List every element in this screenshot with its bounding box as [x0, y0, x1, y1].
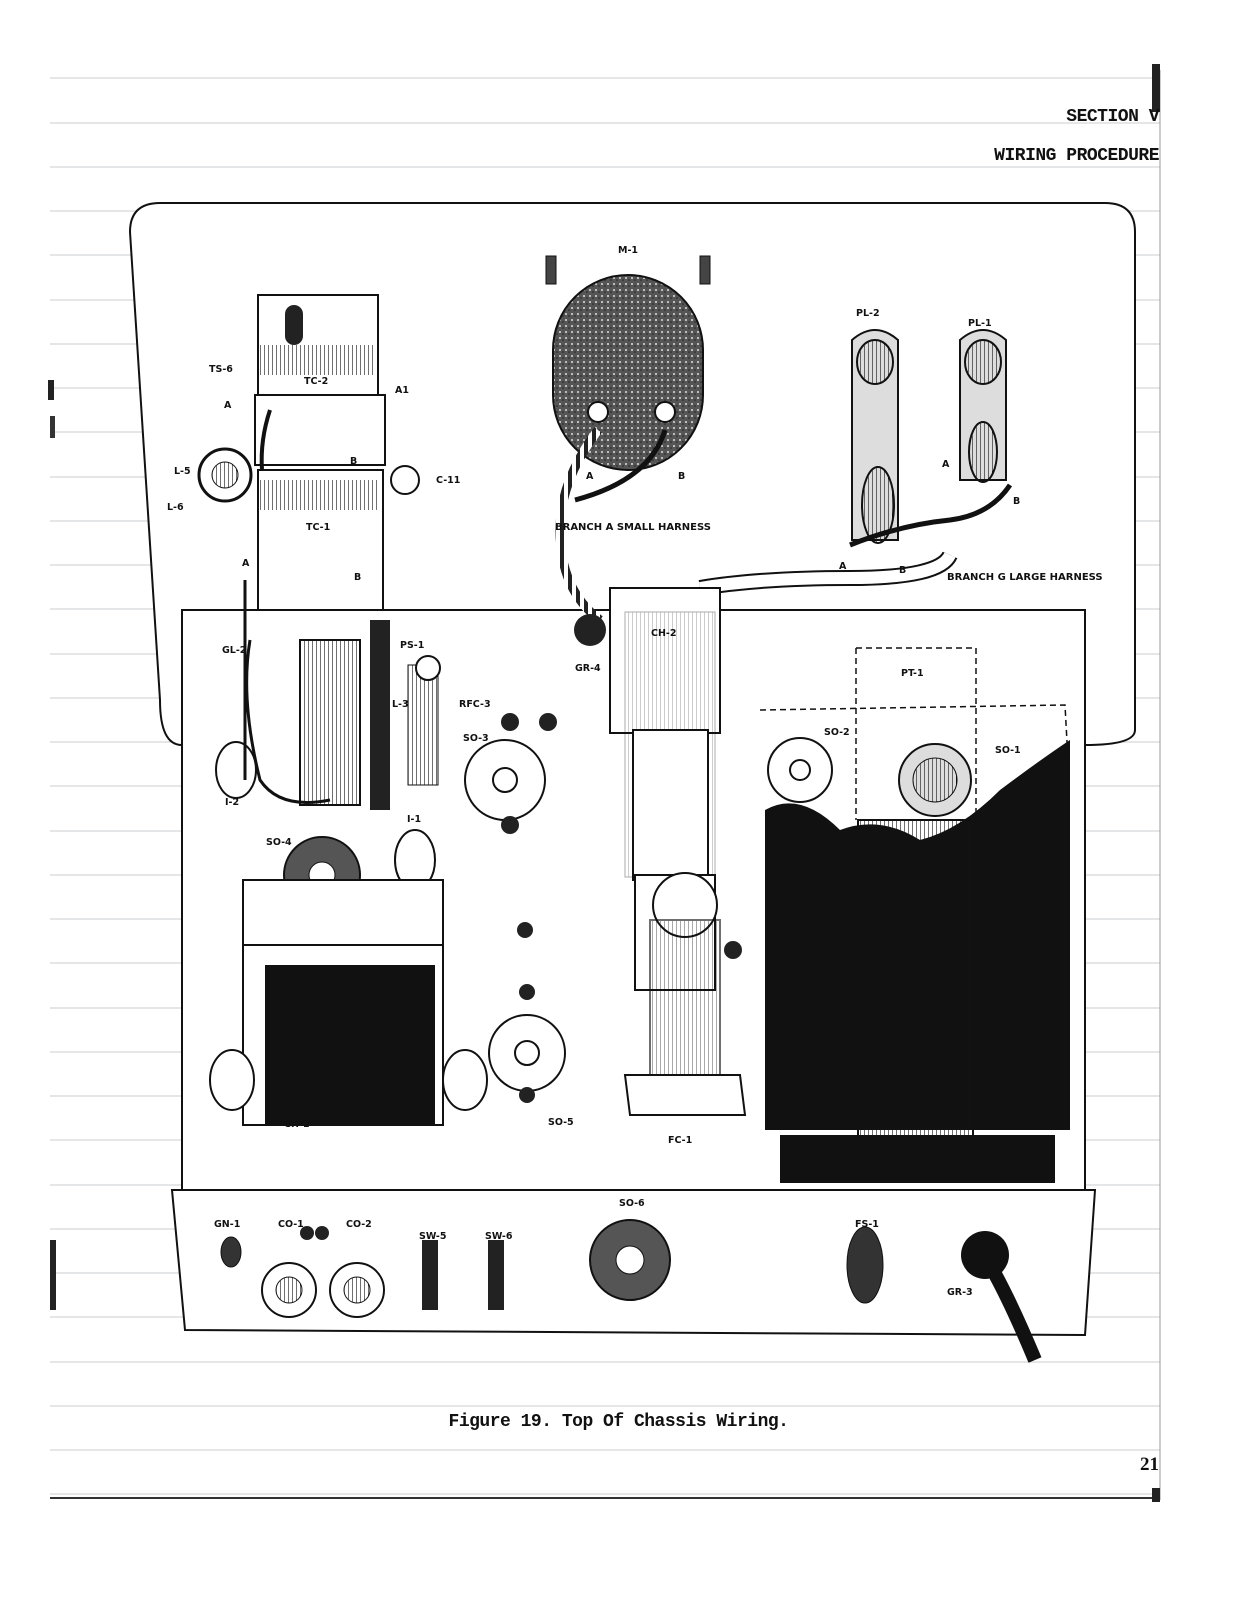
label-gn1: GN-1 [214, 1219, 240, 1230]
label-branch-g-harness: BRANCH G LARGE HARNESS [947, 572, 1103, 583]
label-so2: SO-2 [824, 727, 850, 738]
label-fs1: FS-1 [855, 1219, 879, 1230]
label-i1: I-1 [407, 814, 421, 825]
label-so1: SO-1 [995, 745, 1021, 756]
page-title: WIRING PROCEDURE [994, 146, 1159, 166]
label-a-m1: A [586, 471, 594, 482]
label-c11: C-11 [436, 475, 460, 486]
label-so5: SO-5 [548, 1117, 574, 1128]
label-co2: CO-2 [346, 1219, 372, 1230]
label-branch-a-harness: BRANCH A SMALL HARNESS [555, 522, 711, 533]
label-a-mid: A [242, 558, 250, 569]
tuning-assembly [197, 294, 441, 810]
label-b-pl: B [1013, 496, 1020, 507]
label-rfc3: RFC-3 [459, 699, 491, 710]
label-ch2: CH-2 [651, 628, 676, 639]
label-l3: L-3 [392, 699, 409, 710]
label-pl1: PL-1 [968, 318, 992, 329]
tube-sockets [464, 713, 742, 1103]
label-tc2: TC-2 [304, 376, 328, 387]
label-ts6: TS-6 [209, 364, 233, 375]
label-so3: SO-3 [463, 733, 489, 744]
front-panel-controls [220, 1219, 1042, 1363]
section-heading: SECTION V [1066, 107, 1159, 127]
label-a-pl: A [942, 459, 950, 470]
figure-caption: Figure 19. Top Of Chassis Wiring. [448, 1412, 789, 1432]
label-tc1: TC-1 [306, 522, 330, 533]
label-pl2: PL-2 [856, 308, 880, 319]
label-a-pl2: A [839, 561, 847, 572]
page-number: 21 [1140, 1454, 1159, 1475]
label-ps1: PS-1 [400, 640, 424, 651]
label-a-top: A [224, 400, 232, 411]
pilot-lamps [851, 329, 1007, 544]
label-b-pl2: B [899, 565, 906, 576]
label-i2: I-2 [225, 797, 239, 808]
label-l5: L-5 [174, 466, 191, 477]
meter-m1 [545, 255, 711, 471]
transformer-pt1 [759, 647, 1070, 1183]
choke-ch1 [209, 829, 488, 1126]
label-m1: M-1 [618, 245, 638, 256]
label-b-m1: B [678, 471, 685, 482]
label-b-mid: B [354, 572, 361, 583]
label-so6: SO-6 [619, 1198, 645, 1209]
label-pt1: PT-1 [901, 668, 924, 679]
label-so4: SO-4 [266, 837, 292, 848]
label-gr4: GR-4 [575, 663, 601, 674]
choke-ch2 [609, 587, 747, 1116]
label-a1: A1 [395, 385, 409, 396]
label-ch1: CH-1 [284, 1119, 309, 1130]
label-fc1: FC-1 [668, 1135, 692, 1146]
label-gr3: GR-3 [947, 1287, 973, 1298]
label-b-tc1: B [350, 456, 357, 467]
label-l6: L-6 [167, 502, 184, 513]
label-co1: CO-1 [278, 1219, 304, 1230]
label-sw5: SW-5 [419, 1231, 446, 1242]
label-sw6: SW-6 [485, 1231, 513, 1242]
label-gl2: GL-2 [222, 645, 246, 656]
